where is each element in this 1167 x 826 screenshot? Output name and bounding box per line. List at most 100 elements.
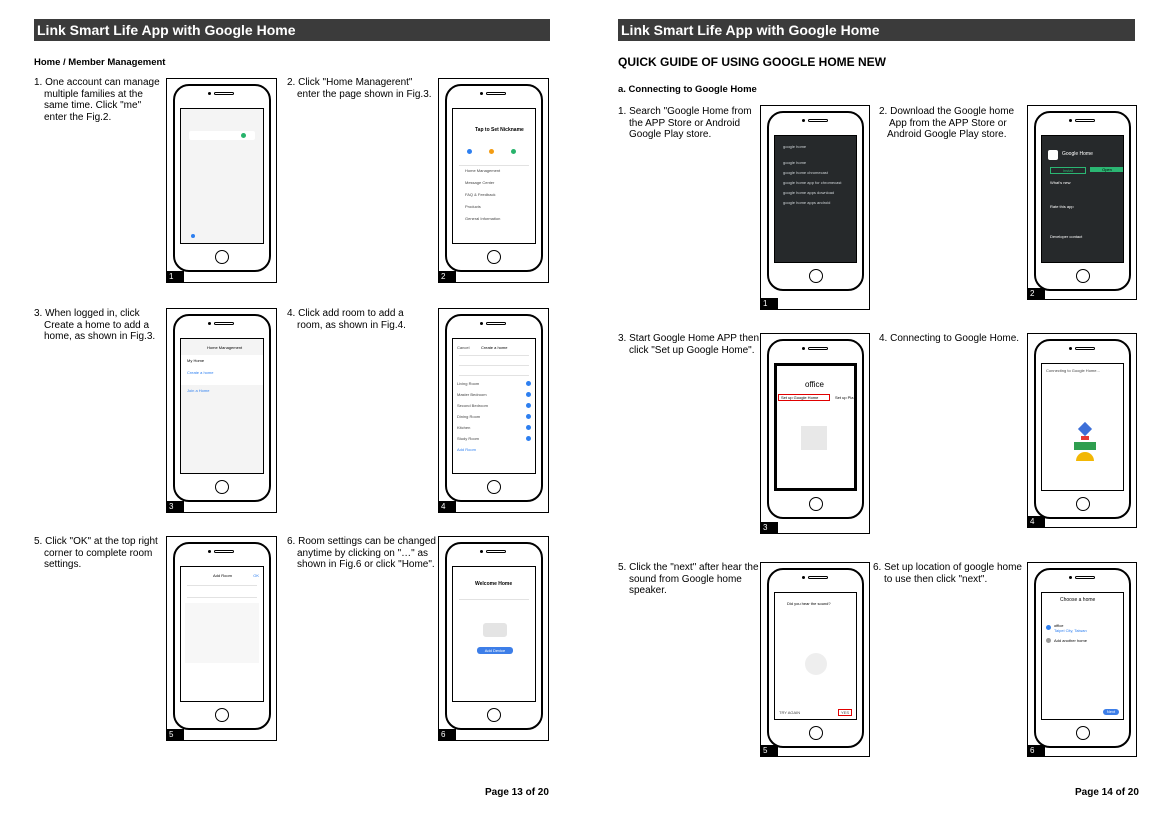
phone-illustration: Add Room OK [173,542,271,730]
search-result: google home chromecast [783,170,828,175]
phone-screen: Choose a home office Taipei City, Taiwan… [1041,592,1124,720]
figure-number: 1 [166,271,184,283]
phone-screen: Add Room OK [180,566,264,702]
phone-screen: Welcome Home Add Device [452,566,536,702]
figure-1-frame: 1 [166,78,277,283]
figure-number: 2 [438,271,456,283]
setup-google-home-chip: Set up Google Home [778,394,830,401]
left-page-banner: Link Smart Life App with Google Home [34,19,550,41]
phone-illustration: Google Home Install Open What's new Rate… [1034,111,1131,291]
phone-screen: office Set up Google Home Set up Pla [774,363,857,491]
menu-item: FAQ & Feedback [465,192,496,197]
figure-2-frame: Tap to Set Nickname Home Management Mess… [438,78,549,283]
figure-number: 5 [760,745,778,757]
menu-item: General Information [465,216,501,221]
figure-4-frame: Cancel Create a home Living Room Master … [438,308,549,513]
figure-number: 4 [438,501,456,513]
figure-g1-frame: google home google home google home chro… [760,105,870,310]
create-home-link: Create a home [187,370,214,375]
figure-number: 5 [166,729,184,741]
room-item: Master Bedroom [457,392,487,397]
phone-screen: Home Management My Home Create a home Jo… [180,338,264,474]
cancel-label: Cancel [457,345,470,350]
open-button: Open [1090,167,1123,172]
choose-home-title: Choose a home [1060,597,1096,603]
left-page-number: Page 13 of 20 [485,787,549,798]
developer-heading: Developer contact [1050,234,1083,239]
right-page-number: Page 14 of 20 [1075,787,1139,798]
figure-number: 3 [166,501,184,513]
phone-screen: Connecting to Google Home... [1041,363,1124,491]
figure-number: 4 [1027,516,1045,528]
yes-button: YES [837,709,852,716]
phone-illustration: google home google home google home chro… [767,111,864,291]
ok-button: OK [253,573,259,578]
right-page-banner: Link Smart Life App with Google Home [618,19,1135,41]
try-again-button: TRY AGAIN [779,710,801,715]
right-step-4-text: 4. Connecting to Google Home. [879,333,1020,344]
screen-title: Create a home [481,345,508,350]
figure-g4-frame: Connecting to Google Home... 4 [1027,333,1137,528]
quick-guide-title: QUICK GUIDE OF USING GOOGLE HOME NEW [618,55,887,69]
figure-g5-frame: Did you hear the sound? TRY AGAIN YES 5 [760,562,870,757]
home-address: Taipei City, Taiwan [1054,628,1087,633]
phone-illustration: Choose a home office Taipei City, Taiwan… [1034,568,1131,748]
search-result: google home app for chromecast [783,180,842,185]
add-room-link: Add Room [457,447,476,452]
phone-illustration: Tap to Set Nickname Home Management Mess… [445,84,543,272]
phone-screen: Cancel Create a home Living Room Master … [452,338,536,474]
phone-illustration: office Set up Google Home Set up Pla [767,339,864,519]
search-result: google home apps android [783,200,831,205]
hear-sound-question: Did you hear the sound? [787,601,831,606]
search-result: google home apps download [783,190,835,195]
screen-title: Welcome Home [475,581,513,587]
phone-illustration: Home Management My Home Create a home Jo… [173,314,271,502]
figure-number: 2 [1027,288,1045,300]
figure-g6-frame: Choose a home office Taipei City, Taiwan… [1027,562,1137,757]
figure-6-frame: Welcome Home Add Device 6 [438,536,549,741]
figure-number: 6 [438,729,456,741]
phone-screen: google home google home google home chro… [774,135,857,263]
figure-3-frame: Home Management My Home Create a home Jo… [166,308,277,513]
join-home-link: Join a Home [187,388,210,393]
figure-number: 6 [1027,745,1045,757]
figure-g3-frame: office Set up Google Home Set up Pla 3 [760,333,870,534]
room-item: Living Room [457,381,480,386]
figure-number: 3 [760,522,778,534]
figure-number: 1 [760,298,778,310]
home-option: office [1054,623,1064,628]
room-item: Kitchen [457,425,471,430]
phone-illustration: Welcome Home Add Device [445,542,543,730]
room-item: Second Bedroom [457,403,488,408]
phone-screen: Google Home Install Open What's new Rate… [1041,135,1124,263]
phone-screen [180,108,264,244]
rate-heading: Rate this app [1050,204,1074,209]
right-section-heading: a. Connecting to Google Home [618,84,757,95]
setup-chip: Set up Pla [835,395,854,400]
add-device-button: Add Device [477,647,513,654]
phone-illustration [173,84,271,272]
phone-illustration: Connecting to Google Home... [1034,339,1131,519]
add-another-home: Add another home [1054,638,1087,643]
figure-5-frame: Add Room OK 5 [166,536,277,741]
left-step-2-text: 2. Click "Home Managerent"enter the page… [287,77,432,100]
screen-title: Tap to Set Nickname [475,127,524,133]
next-button: Next [1103,709,1119,715]
figure-g2-frame: Google Home Install Open What's new Rate… [1027,105,1137,300]
phone-screen: Did you hear the sound? TRY AGAIN YES [774,592,857,720]
menu-item: Home Management [465,168,501,173]
screen-title: Home Management [207,345,243,350]
left-section-heading: Home / Member Management [34,57,166,68]
room-item: Dining Room [457,414,481,419]
whats-new-heading: What's new [1050,180,1071,185]
search-field: google home [783,144,807,149]
